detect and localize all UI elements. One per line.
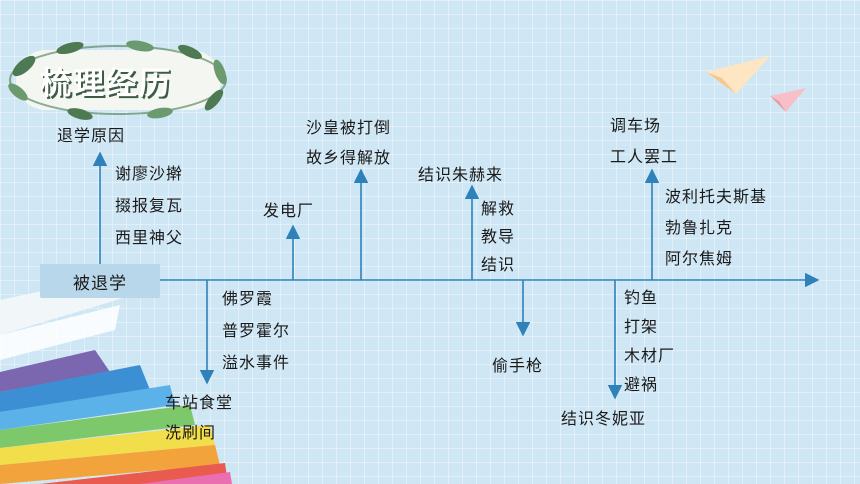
node-bolituofusiji: 波利托夫斯基	[665, 187, 768, 206]
node-gongren-bagong: 工人罢工	[610, 147, 679, 166]
node-guxiang: 故乡得解放	[306, 148, 392, 167]
node-tiaochechang: 调车场	[610, 116, 662, 135]
paint-strokes-decoration	[0, 270, 232, 484]
paper-planes-decoration	[706, 56, 806, 112]
node-reason-2: 掇报复瓦	[115, 196, 184, 215]
node-tuixue-yuanyin: 退学原因	[57, 126, 126, 145]
node-tou-shouqiang: 偷手枪	[492, 356, 544, 375]
node-diaoyu: 钓鱼	[624, 288, 659, 307]
node-jieshi-zhuhelai: 结识朱赫来	[418, 165, 504, 184]
node-jieshi: 结识	[481, 255, 516, 274]
node-reason-3: 西里神父	[115, 228, 184, 247]
node-xishuajian: 洗刷间	[165, 423, 217, 442]
title-wreath-decoration	[8, 40, 227, 120]
node-reason-1: 谢廖沙擀	[115, 164, 184, 183]
node-dajia: 打架	[624, 317, 659, 336]
node-fadianchang: 发电厂	[263, 201, 315, 220]
node-aerjiaomu: 阿尔焦姆	[665, 249, 734, 268]
node-puluohuoer: 普罗霍尔	[222, 321, 291, 340]
node-bolu-zhake: 勃鲁扎克	[665, 218, 734, 237]
node-jiaodao: 教导	[481, 227, 516, 246]
branch-connectors	[92, 151, 660, 400]
root-node: 被退学	[40, 264, 160, 298]
root-node-label: 被退学	[73, 273, 127, 294]
node-foluoxia: 佛罗霞	[222, 289, 274, 308]
node-jieshi-donniya: 结识冬妮亚	[561, 409, 647, 428]
node-mucaichang: 木材厂	[624, 346, 676, 365]
node-shahuang: 沙皇被打倒	[306, 118, 392, 137]
node-yishui-shijian: 溢水事件	[222, 353, 291, 372]
page-title: 梳理经历	[40, 66, 172, 102]
node-bihuo: 避祸	[624, 375, 659, 394]
node-jiejiu: 解救	[481, 199, 516, 218]
node-chezhan-shitang: 车站食堂	[165, 393, 234, 412]
